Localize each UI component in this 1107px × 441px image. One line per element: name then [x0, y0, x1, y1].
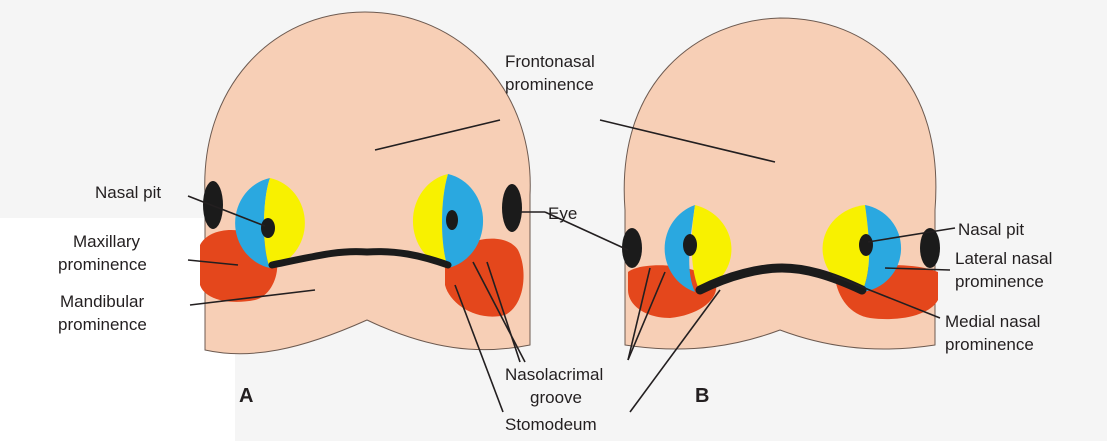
label-stomodeum: Stomodeum	[505, 415, 597, 434]
label-mandibular-a-line2: prominence	[58, 315, 147, 334]
label-eye: Eye	[548, 204, 577, 223]
label-nasal-pit-a: Nasal pit	[95, 183, 161, 202]
label-lateral-nasal-b-line2: prominence	[955, 272, 1044, 291]
label-nasolacrimal-line1: Nasolacrimal	[505, 365, 603, 384]
label-maxillary-a-line1: Maxillary	[73, 232, 141, 251]
panel-b-right-eye	[920, 228, 940, 268]
label-mandibular-a-line1: Mandibular	[60, 292, 144, 311]
label-maxillary-a-line2: prominence	[58, 255, 147, 274]
panel-a-embryo	[200, 12, 530, 354]
label-lateral-nasal-b-line1: Lateral nasal	[955, 249, 1052, 268]
label-nasolacrimal-line2: groove	[530, 388, 582, 407]
panel-b-right-nasal-pit	[859, 234, 873, 256]
label-medial-nasal-b-line1: Medial nasal	[945, 312, 1040, 331]
panel-b-left-nasal-pit	[683, 234, 697, 256]
panel-letter-b: B	[695, 385, 709, 407]
label-frontonasal-line2: prominence	[505, 75, 594, 94]
label-medial-nasal-b-line2: prominence	[945, 335, 1034, 354]
panel-a-right-eye	[502, 184, 522, 232]
panel-letter-a: A	[239, 385, 253, 407]
label-frontonasal-line1: Frontonasal	[505, 52, 595, 71]
panel-a-right-nasal-pit	[446, 210, 458, 230]
label-nasal-pit-b: Nasal pit	[958, 220, 1024, 239]
panel-a-left-nasal-pit	[261, 218, 275, 238]
